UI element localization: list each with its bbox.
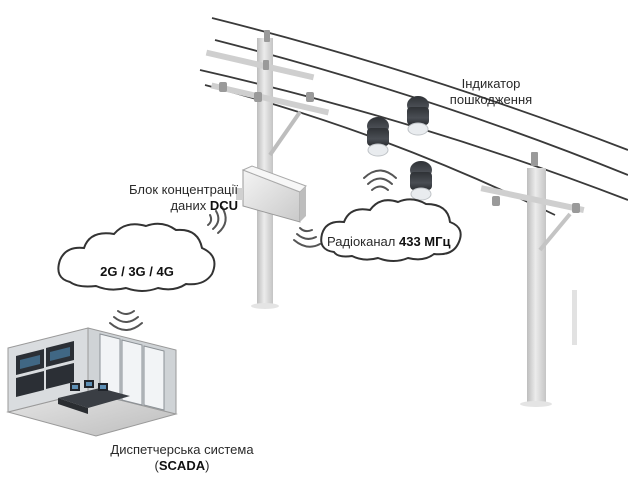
fault-indicator-label-line2: пошкодження [449,92,533,107]
fault-indicators [367,96,432,201]
dcu-label: Блок концентрації даних DCU [98,182,238,214]
dcu-label-bold: DCU [209,198,238,213]
scada-paren-open: ( [154,458,159,473]
radio-channel-label: Радіоканал 433 МГц [327,234,477,250]
scada-control-room [6,327,178,437]
fault-indicator-1 [367,117,389,157]
right-pole [480,152,585,407]
scada-paren-close: ) [205,458,210,473]
fault-indicator-2 [407,96,429,136]
right-pole-shaft [527,168,546,404]
cloud-radio [320,198,462,262]
dcu-label-line2-prefix: даних [170,198,210,213]
wave-icon-cloud-below [109,310,143,331]
cellular-label: 2G / 3G / 4G [82,264,192,280]
cellular-label-text: 2G / 3G / 4G [100,264,174,279]
left-pole [205,30,330,309]
radio-channel-prefix: Радіоканал [327,234,399,249]
wave-icon-dcu-right [293,227,321,248]
left-crossarm-top [205,49,315,81]
right-crossarm [480,185,585,213]
scada-label-bold: SCADA [158,458,206,473]
fault-indicator-3 [410,161,432,201]
wave-icon-dcu-left [207,206,227,234]
left-crossarm-bottom [210,82,330,116]
dcu-label-line1: Блок концентрації [129,182,238,197]
scada-label-line1: Диспетчерська система [110,442,254,457]
scada-label: Диспетчерська система (SCADA) [82,442,282,474]
dcu-box [236,165,307,223]
cloud-cellular [57,222,216,292]
far-pole [572,290,577,345]
radio-channel-bold: 433 МГц [398,234,451,249]
fault-indicator-label: Індикатор пошкодження [432,76,550,108]
fault-indicator-label-line1: Індикатор [461,76,521,91]
left-insulators [219,30,314,102]
wave-icon-indicator [363,169,397,191]
